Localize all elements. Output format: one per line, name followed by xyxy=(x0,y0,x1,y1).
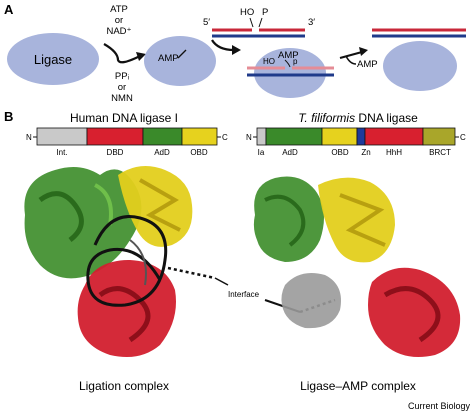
add-domain-helix-2 xyxy=(93,183,113,226)
add-domain-helix-1 xyxy=(38,191,84,242)
dna-loop-back xyxy=(129,239,147,286)
dbd-domain-ribbon xyxy=(77,260,176,358)
left-domain-obd xyxy=(181,127,218,146)
dna-5prime: 5′ xyxy=(203,17,210,28)
ho-bond xyxy=(249,17,254,28)
right-domain-add-label: AdD xyxy=(282,148,298,157)
left-bar-c: C xyxy=(222,133,228,142)
ligase-amp-structure xyxy=(253,176,461,358)
dna-loop-front xyxy=(86,215,168,307)
p-label-2: p xyxy=(293,57,298,66)
product-or: or xyxy=(118,82,126,93)
cofactor-atp: ATP xyxy=(110,4,128,15)
amp-released: AMP xyxy=(357,59,378,70)
left-domain-int-label: Int. xyxy=(56,148,67,157)
ho-label: HO xyxy=(240,7,254,18)
left-domain-add xyxy=(142,127,183,146)
right-obd-domain-ribbon xyxy=(318,177,395,263)
right-domain-brct-label: BRCT xyxy=(429,148,451,157)
left-domain-obd-label: OBD xyxy=(190,148,208,157)
right-bar-c: C xyxy=(460,133,466,142)
adenylated-ligase-ellipse xyxy=(144,36,216,86)
reaction-arrow-2-head xyxy=(232,45,241,55)
right-domain-zn-label: Zn xyxy=(361,148,370,157)
right-domain-obd-label: OBD xyxy=(331,148,349,157)
right-caption: Ligase–AMP complex xyxy=(300,379,416,393)
right-bar-n: N xyxy=(246,133,252,142)
left-caption: Ligation complex xyxy=(79,379,169,393)
cofactor-nad: NAD⁺ xyxy=(106,26,131,37)
right-obd-domain-strand xyxy=(339,193,386,247)
right-domain-ia xyxy=(256,127,267,146)
right-domain-hhh xyxy=(364,127,424,146)
left-bar-n: N xyxy=(26,133,32,142)
dna-3prime: 3′ xyxy=(308,17,315,28)
reaction-arrow-1 xyxy=(103,43,141,64)
amp-bond-1 xyxy=(177,49,187,59)
reaction-arrow-3 xyxy=(339,50,363,60)
right-domain-brct xyxy=(422,127,456,146)
left-domain-dbd xyxy=(86,127,144,146)
interface-line-left-solid xyxy=(214,277,229,286)
right-domain-hhh-label: HhH xyxy=(386,148,402,157)
interface-line-left xyxy=(167,266,216,280)
right-title: T. filiformis DNA ligase xyxy=(298,111,418,125)
left-domain-int xyxy=(36,127,88,146)
obd-domain-strand xyxy=(139,178,181,232)
right-hhh-domain-ribbon xyxy=(368,267,461,358)
right-domain-zn xyxy=(356,127,366,146)
reaction-arrow-2 xyxy=(211,39,235,52)
p-label: P xyxy=(262,7,268,18)
panel-b-label: B xyxy=(4,109,13,124)
free-ligase-ellipse xyxy=(383,41,457,91)
panel-a-label: A xyxy=(4,2,14,17)
cofactor-or: or xyxy=(115,15,123,26)
product-nmn: NMN xyxy=(111,93,133,104)
ligase-label: Ligase xyxy=(34,52,72,67)
right-domain-add xyxy=(265,127,323,146)
reaction-arrow-1-head xyxy=(136,52,146,61)
amp-label-2: AMP xyxy=(278,50,299,61)
product-ppi: PPᵢ xyxy=(115,71,130,82)
interface-label: Interface xyxy=(228,290,260,299)
p-bond xyxy=(258,17,263,28)
ligase-ellipse xyxy=(7,33,99,85)
amp-label-1: AMP xyxy=(158,53,179,64)
right-domain-ia-label: Ia xyxy=(258,148,265,157)
ligation-complex-structure xyxy=(24,166,193,358)
right-hhh-domain-helix xyxy=(383,286,441,343)
complex-ellipse xyxy=(254,48,326,98)
credit: Current Biology xyxy=(408,401,471,411)
right-add-domain-helix xyxy=(264,194,306,247)
left-domain-add-label: AdD xyxy=(154,148,170,157)
right-add-domain-ribbon xyxy=(253,176,324,262)
ho-label-2: HO xyxy=(263,57,275,66)
right-domain-obd xyxy=(321,127,358,146)
ia-domain-ribbon xyxy=(281,272,341,329)
left-title: Human DNA ligase I xyxy=(70,111,178,125)
amp-transfer-bond xyxy=(284,59,291,68)
reaction-arrow-3-head xyxy=(359,47,368,56)
left-domain-dbd-label: DBD xyxy=(107,148,124,157)
amp-release-line xyxy=(345,55,357,65)
